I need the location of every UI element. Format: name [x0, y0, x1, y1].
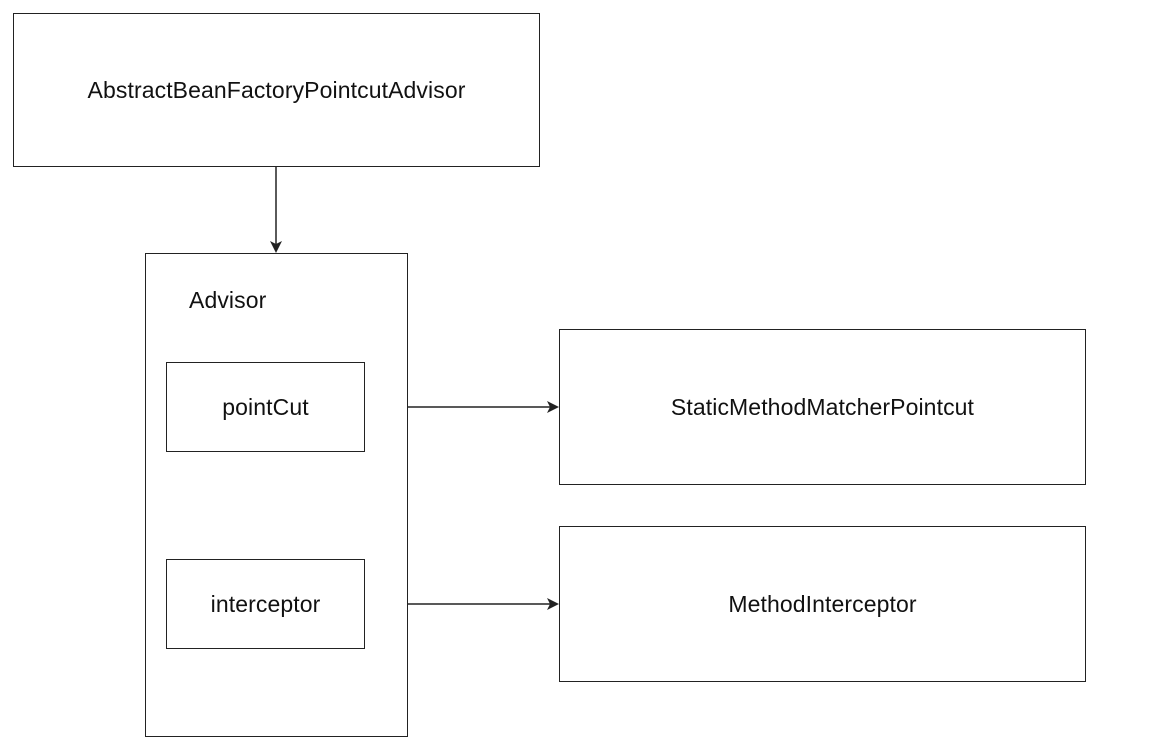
method-interceptor-label: MethodInterceptor	[728, 590, 917, 617]
abstract-bean-factory-pointcut-advisor-node[interactable]: AbstractBeanFactoryPointcutAdvisor	[13, 13, 540, 167]
interceptor-field-node[interactable]: interceptor	[166, 559, 365, 649]
advisor-label: Advisor	[189, 287, 267, 313]
abstract-bean-factory-pointcut-advisor-label: AbstractBeanFactoryPointcutAdvisor	[87, 76, 466, 103]
static-method-matcher-pointcut-node[interactable]: StaticMethodMatcherPointcut	[559, 329, 1086, 485]
pointcut-field-node[interactable]: pointCut	[166, 362, 365, 452]
interceptor-field-label: interceptor	[210, 590, 321, 617]
static-method-matcher-pointcut-label: StaticMethodMatcherPointcut	[670, 393, 975, 420]
pointcut-field-label: pointCut	[222, 393, 309, 420]
advisor-node[interactable]: Advisor	[145, 253, 408, 737]
method-interceptor-node[interactable]: MethodInterceptor	[559, 526, 1086, 682]
